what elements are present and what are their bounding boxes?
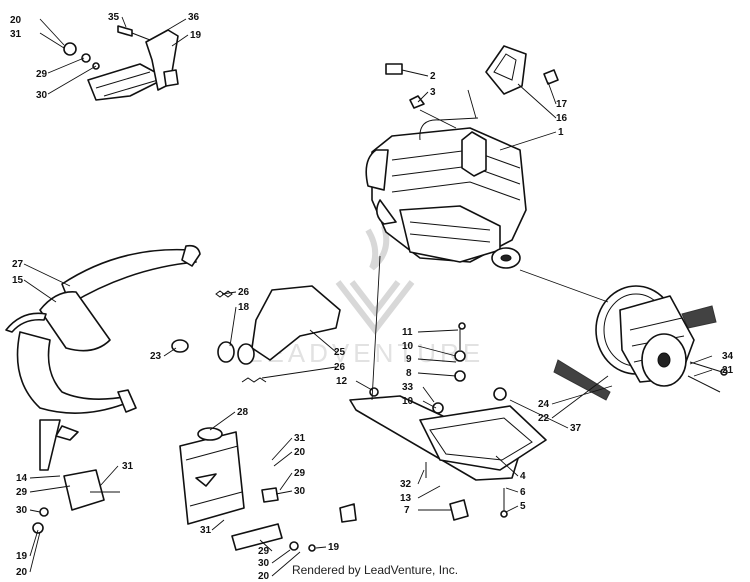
callout-16: 16: [556, 113, 568, 124]
callout-12: 12: [336, 376, 348, 387]
callout-6: 6: [520, 487, 526, 498]
callout-29: 29: [294, 468, 306, 479]
callout-15: 15: [12, 275, 24, 286]
callout-30: 30: [36, 90, 48, 101]
callout-20: 20: [10, 15, 22, 26]
callout-10: 10: [402, 396, 414, 407]
callout-4: 4: [520, 471, 526, 482]
callout-17: 17: [556, 99, 568, 110]
callout-13: 13: [400, 493, 412, 504]
callout-2: 2: [430, 71, 436, 82]
callout-5: 5: [520, 501, 526, 512]
mount-bracket-16: [485, 45, 559, 95]
callout-labels: 20 31 35 36 19 29 30 2 3 17 16 1 27 15 2…: [10, 12, 734, 582]
callout-19: 19: [328, 542, 340, 553]
callout-23: 23: [150, 351, 162, 362]
silencer-box: [179, 427, 357, 552]
callout-20: 20: [258, 571, 270, 582]
callout-18: 18: [238, 302, 250, 313]
callout-10: 10: [402, 341, 414, 352]
callout-19: 19: [190, 30, 202, 41]
callout-9: 9: [406, 354, 412, 365]
callout-27: 27: [12, 259, 24, 270]
engine-assembly: [365, 63, 527, 269]
callout-29: 29: [258, 546, 270, 557]
callout-30: 30: [294, 486, 306, 497]
callout-32: 32: [400, 479, 412, 490]
hardware-bottom-left: [32, 469, 120, 534]
callout-19: 19: [16, 551, 28, 562]
callout-29: 29: [36, 69, 48, 80]
callout-33: 33: [402, 382, 414, 393]
callout-26: 26: [238, 287, 250, 298]
leader-lines: [23, 16, 713, 577]
exhaust-springs: [215, 290, 267, 383]
callout-8: 8: [406, 368, 412, 379]
callout-11: 11: [402, 327, 413, 338]
callout-1: 1: [558, 127, 564, 138]
callout-3: 3: [430, 87, 436, 98]
callout-20: 20: [294, 447, 306, 458]
muffler-mount-bracket-assembly: [63, 25, 179, 101]
callout-35: 35: [108, 12, 120, 23]
callout-31: 31: [200, 525, 212, 536]
callout-25: 25: [334, 347, 346, 358]
callout-31: 31: [10, 29, 22, 40]
callout-20: 20: [16, 567, 28, 578]
callout-26: 26: [334, 362, 346, 373]
drive-clutch-assembly: [553, 285, 728, 401]
callout-14: 14: [16, 473, 28, 484]
callout-7: 7: [404, 505, 410, 516]
callout-34: 34: [722, 351, 734, 362]
callout-30: 30: [258, 558, 270, 569]
callout-28: 28: [237, 407, 249, 418]
callout-31: 31: [122, 461, 134, 472]
callout-24: 24: [538, 399, 550, 410]
callout-30: 30: [16, 505, 28, 516]
callout-36: 36: [188, 12, 200, 23]
footer-credit: Rendered by LeadVenture, Inc.: [291, 563, 459, 577]
callout-22: 22: [538, 413, 550, 424]
callout-31: 31: [294, 433, 306, 444]
callout-29: 29: [16, 487, 28, 498]
exhaust-system: [5, 244, 341, 471]
callout-37: 37: [570, 423, 582, 434]
callout-21: 21: [722, 365, 734, 376]
mounting-plate: [349, 322, 547, 521]
